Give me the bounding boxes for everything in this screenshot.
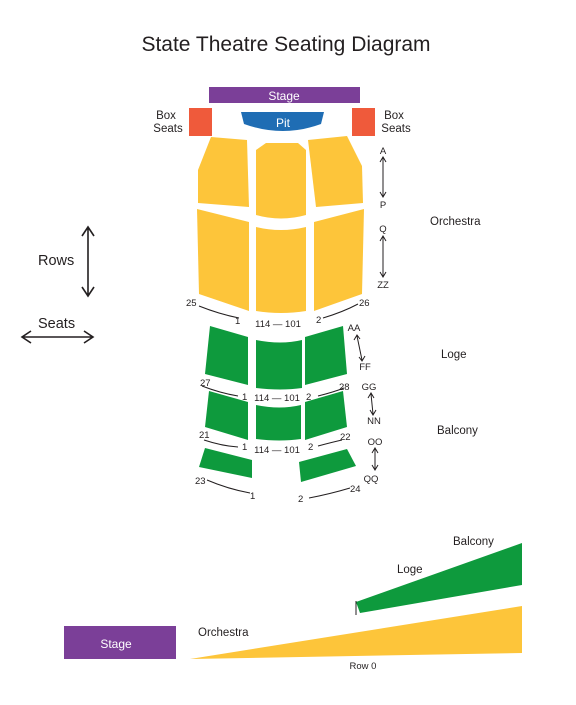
orch-rear-center[interactable] (256, 227, 306, 313)
loge-rows-arrow (353, 334, 366, 362)
orchestra-front[interactable] (198, 136, 363, 219)
orch-front-right[interactable] (308, 136, 363, 207)
rear-right-seat-high: 24 (350, 484, 361, 495)
profile-loge-label: Loge (397, 564, 423, 576)
orch-rear-left[interactable] (197, 209, 249, 311)
balcony-left[interactable] (205, 391, 248, 440)
orch-row-p: P (380, 200, 386, 211)
profile-stage-block (64, 626, 176, 659)
legend: Rows Seats (20, 225, 95, 344)
profile-orchestra-wedge (190, 606, 522, 659)
loge-left-seat-line (201, 385, 239, 397)
orch-left-seat-low: 1 (235, 316, 240, 327)
profile-stage-label: Stage (100, 637, 132, 651)
orch-rear-rows-arrow (379, 235, 387, 278)
orch-rear-right[interactable] (314, 209, 364, 311)
balcony-row-gg: GG (362, 382, 377, 393)
diagram-title: State Theatre Seating Diagram (141, 33, 430, 56)
loge-section-label: Loge (441, 349, 467, 361)
rear-left-seat-high: 23 (195, 476, 206, 487)
balc-right-seat-low: 2 (308, 442, 313, 453)
stage-bar[interactable] (209, 87, 360, 103)
balc-left-seat-line (203, 439, 239, 448)
orch-row-zz: ZZ (377, 280, 389, 291)
orch-left-seat-high: 25 (186, 298, 197, 309)
orch-front-left[interactable] (198, 137, 249, 207)
orch-left-seat-line (198, 305, 240, 319)
profile-loge-balcony-wedge (356, 543, 522, 613)
orch-right-seat-high: 26 (359, 298, 370, 309)
pit-shape[interactable] (241, 112, 324, 131)
orchestra-section-label: Orchestra (430, 216, 481, 228)
loge-center[interactable] (256, 340, 302, 390)
loge-right[interactable] (305, 326, 347, 385)
balcony-rows-arrow (367, 392, 377, 416)
balcony-rear-right[interactable] (299, 449, 356, 482)
side-profile: Stage Orchestra Loge Balcony Row 0 (64, 536, 522, 672)
loge-row-ff: FF (359, 362, 371, 373)
orchestra-rear[interactable] (197, 209, 364, 313)
box-seats-left-block[interactable] (189, 108, 212, 136)
balcony-rear-rows-arrow (371, 447, 379, 471)
orch-right-seat-line (322, 303, 359, 319)
rear-right-seat-line (308, 487, 351, 499)
balcony-main[interactable] (205, 391, 347, 441)
loge-right-seat-low: 2 (306, 392, 311, 403)
orch-row-a: A (380, 146, 387, 157)
rear-left-seat-line (206, 479, 251, 494)
balc-left-seat-high: 21 (199, 430, 210, 441)
box-seats-left-line1: Box (156, 110, 176, 122)
balcony-center[interactable] (256, 405, 301, 441)
box-seats-left[interactable]: Box Seats (153, 108, 212, 136)
loge-center-seats: 114 — 101 (254, 393, 300, 404)
balcony-row-oo: OO (368, 437, 383, 448)
balc-left-seat-low: 1 (242, 442, 247, 453)
balc-center-seats: 114 — 101 (254, 445, 300, 456)
box-seats-right[interactable]: Box Seats (352, 108, 411, 136)
loge-left[interactable] (205, 326, 248, 385)
rear-right-seat-low: 2 (298, 494, 303, 505)
profile-row-label: Row 0 (350, 661, 377, 672)
loge-right-seat-high: 28 (339, 382, 350, 393)
orch-front-rows-arrow (379, 156, 387, 198)
balcony-row-qq: QQ (364, 474, 379, 485)
box-seats-right-line2: Seats (381, 123, 411, 135)
balcony-right[interactable] (305, 391, 347, 440)
loge-row-aa: AA (348, 323, 361, 334)
pit-label: Pit (276, 116, 291, 130)
loge-left-seat-high: 27 (200, 378, 211, 389)
box-seats-right-block[interactable] (352, 108, 375, 136)
loge-left-seat-low: 1 (242, 392, 247, 403)
rows-legend-label: Rows (38, 253, 74, 269)
orch-center-seats: 114 — 101 (255, 319, 301, 330)
profile-balcony-label: Balcony (453, 536, 494, 548)
seats-legend-label: Seats (38, 316, 75, 332)
balcony-rear-left[interactable] (199, 448, 252, 478)
box-seats-left-line2: Seats (153, 123, 183, 135)
seats-arrow-icon (20, 330, 95, 344)
stage-area[interactable]: Stage (209, 87, 360, 103)
loge-section[interactable] (205, 326, 347, 390)
orch-row-q: Q (379, 224, 386, 235)
loge-right-seat-line (317, 387, 345, 397)
profile-orchestra-label: Orchestra (198, 627, 249, 639)
rows-arrow-icon (81, 225, 95, 298)
box-seats-right-line1: Box (384, 110, 404, 122)
balc-right-seat-high: 22 (340, 432, 351, 443)
balcony-rear[interactable] (199, 448, 356, 482)
rear-left-seat-low: 1 (250, 491, 255, 502)
balc-right-seat-line (317, 439, 343, 447)
orch-right-seat-low: 2 (316, 315, 321, 326)
orch-front-center[interactable] (256, 143, 306, 219)
stage-label: Stage (268, 89, 300, 103)
balcony-section-label: Balcony (437, 425, 478, 437)
pit-area[interactable]: Pit (241, 112, 324, 131)
balcony-row-nn: NN (367, 416, 381, 427)
